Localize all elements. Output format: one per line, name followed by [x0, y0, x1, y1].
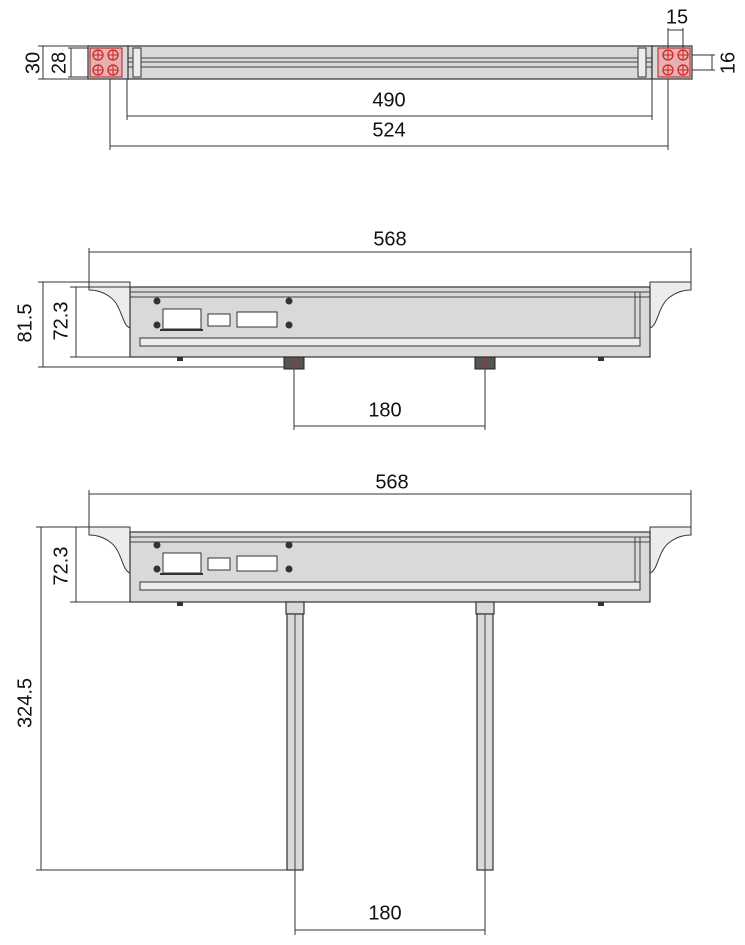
front-view-with-legs: 568 72.3 324.5 [14, 471, 692, 935]
dim-leg-spacing: 180 [368, 902, 401, 924]
left-leg-collar [285, 601, 305, 615]
dim-height-outer: 30 [22, 52, 44, 74]
dim-body-height: 72.3 [50, 302, 72, 341]
dim-hole-spacing: 15 [666, 6, 688, 28]
right-leg-collar [475, 601, 495, 615]
front-view: 568 81.5 72.3 [14, 228, 692, 430]
right-bracket [649, 281, 692, 329]
dim-outer-length: 524 [372, 119, 405, 141]
left-bracket [88, 281, 131, 329]
dim-overall-width-2: 568 [375, 471, 408, 493]
display-window [162, 308, 202, 330]
dim-foot-spacing: 180 [368, 399, 401, 421]
dim-overall-width: 568 [373, 228, 406, 250]
display-window-2 [162, 552, 202, 574]
dim-body-height-2: 72.3 [50, 547, 72, 586]
left-bracket-2 [88, 526, 131, 574]
dim-inner-length: 490 [372, 89, 405, 111]
dim-total-height-2: 324.5 [14, 678, 36, 728]
top-view: 30 28 15 16 490 524 [22, 6, 739, 150]
right-bracket-2 [649, 526, 692, 574]
dim-height-inner: 28 [48, 52, 70, 74]
dim-hole-offset: 16 [717, 52, 739, 74]
dim-total-height: 81.5 [14, 304, 36, 343]
